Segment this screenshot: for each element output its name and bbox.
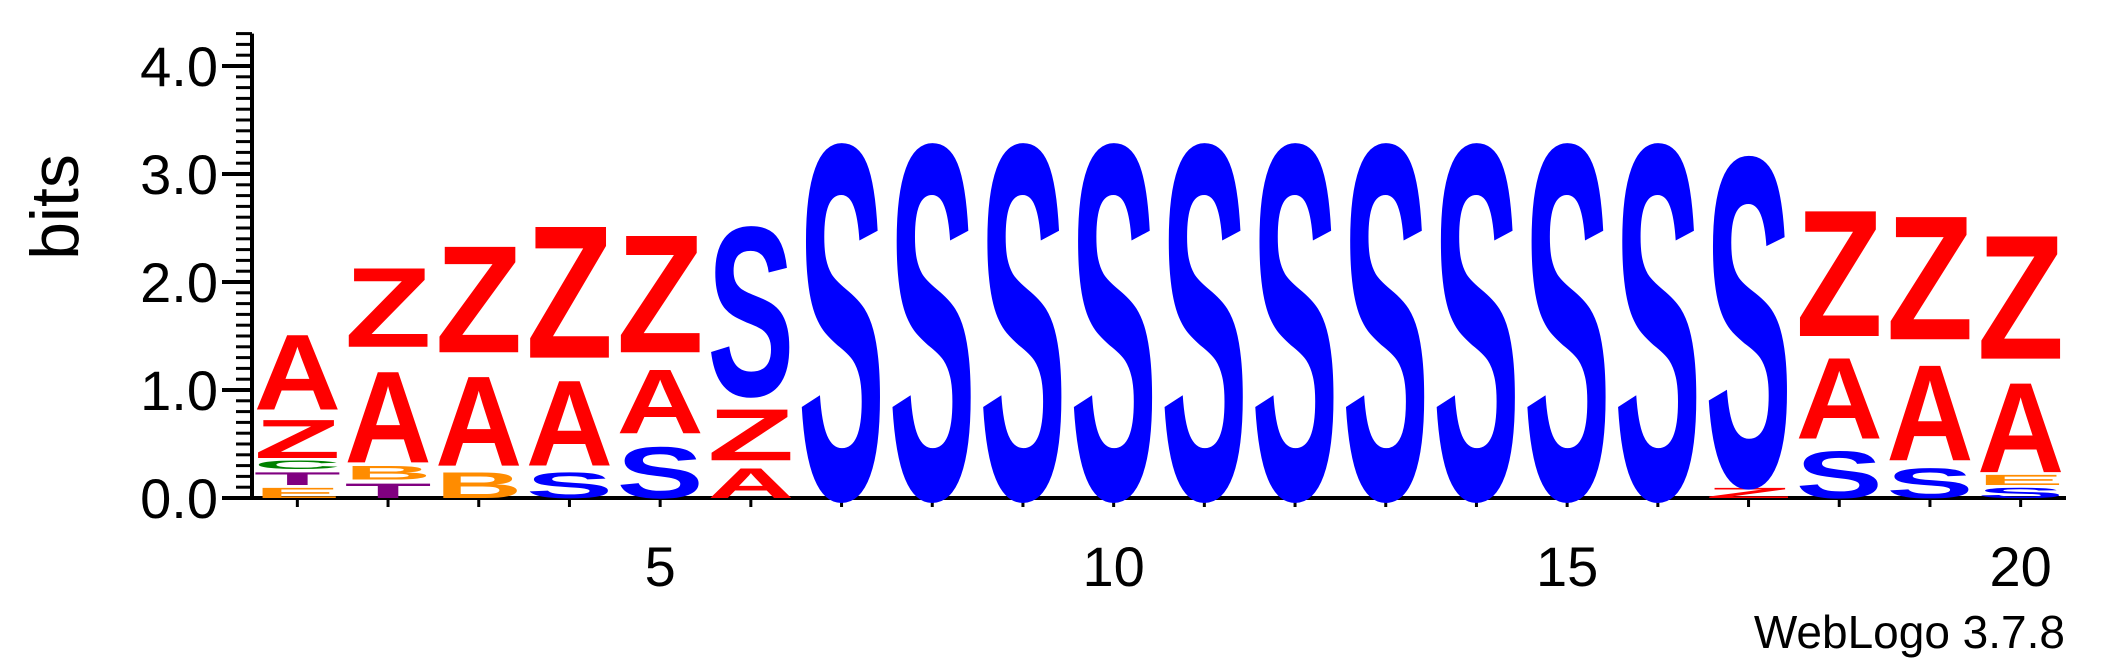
logo-letter-Z: Z	[1705, 485, 1792, 501]
logo-letter-A: A	[254, 312, 341, 433]
logo-letter-S: S	[1886, 459, 1973, 507]
logo-letter-S: S	[979, 38, 1066, 606]
logo-letter-Z: Z	[1796, 171, 1883, 374]
weblogo-credit: WebLogo 3.7.8	[1754, 606, 2065, 658]
y-tick-label: 0.0	[140, 467, 218, 530]
logo-stack: S	[1070, 38, 1157, 606]
logo-letter-Z: Z	[707, 394, 794, 476]
x-tick-label: 15	[1536, 535, 1598, 598]
logo-letter-T: T	[254, 468, 341, 489]
logo-letter-B: B	[345, 462, 432, 484]
logo-letter-Z: Z	[617, 200, 704, 389]
x-axis: 5 10 15 20	[252, 496, 2066, 598]
logo-letter-S: S	[1252, 38, 1339, 606]
y-tick-label: 2.0	[140, 251, 218, 314]
logo-stack: S	[1433, 38, 1520, 606]
logo-letter-S: S	[1070, 38, 1157, 606]
logo-letter-E: E	[254, 485, 341, 501]
logo-stack: BAZ	[435, 215, 522, 506]
logo-stack: SAZ	[1886, 179, 1973, 507]
x-tick-label: 10	[1083, 535, 1145, 598]
logo-stack: S	[798, 38, 885, 606]
logo-stack: SAZ	[526, 186, 613, 506]
logo-letter-A: A	[1977, 357, 2064, 500]
y-tick-label: 3.0	[140, 143, 218, 206]
y-axis: 0.0 1.0 2.0 3.0 4.0	[140, 32, 254, 530]
logo-stack: S	[1252, 38, 1339, 606]
logo-letter-E: E	[1977, 472, 2064, 488]
logo-stack: S	[1161, 38, 1248, 606]
logo-letter-S: S	[617, 432, 704, 514]
logo-letter-A: A	[1886, 337, 1973, 490]
x-tick-label: 5	[645, 535, 676, 598]
logo-stack: S	[979, 38, 1066, 606]
logo-letter-S: S	[1614, 38, 1701, 606]
logo-letter-Z: Z	[435, 215, 522, 386]
logo-letter-A: A	[1796, 335, 1883, 465]
logo-letter-B: B	[435, 465, 522, 506]
logo-stack: S	[1342, 38, 1429, 606]
logo-letter-Z: Z	[526, 186, 613, 399]
logo-letter-A: A	[345, 344, 432, 491]
logo-letter-A: A	[435, 350, 522, 493]
logo-letter-A: A	[526, 355, 613, 492]
logo-letter-S: S	[1977, 485, 2064, 501]
logo-letter-S: S	[798, 38, 885, 606]
logo-letter-S: S	[526, 465, 613, 506]
logo-letter-A: A	[707, 460, 794, 508]
y-tick-label: 4.0	[140, 35, 218, 98]
logo-letter-C: C	[254, 458, 341, 472]
logo-letter-S: S	[1705, 60, 1792, 586]
logo-stack: S	[1524, 38, 1611, 606]
logo-letter-Z: Z	[1977, 199, 2064, 398]
logo-stack: S	[1614, 38, 1701, 606]
logo-letter-S: S	[1433, 38, 1520, 606]
logo-stack: SAZ	[617, 200, 704, 514]
logo-stack: AZS	[707, 177, 794, 507]
logo-letter-Z: Z	[254, 408, 341, 470]
logo-letter-A: A	[617, 350, 704, 453]
logo-letter-S: S	[707, 177, 794, 447]
logo-letter-S: S	[889, 38, 976, 606]
logo-letter-S: S	[1796, 438, 1883, 513]
x-tick-label: 20	[1990, 535, 2052, 598]
logo-stack: S	[889, 38, 976, 606]
y-tick-label: 1.0	[140, 359, 218, 422]
logo-letter-Z: Z	[345, 244, 432, 371]
y-axis-title: bits	[17, 154, 93, 260]
logo-letter-Z: Z	[1886, 179, 1973, 378]
logo-letter-S: S	[1342, 38, 1429, 606]
logo-letter-S: S	[1161, 38, 1248, 606]
logo-letter-T: T	[345, 479, 432, 502]
logo-stack: SAZ	[1796, 171, 1883, 512]
logo-letter-S: S	[1524, 38, 1611, 606]
logo-stack: ZS	[1705, 60, 1792, 586]
